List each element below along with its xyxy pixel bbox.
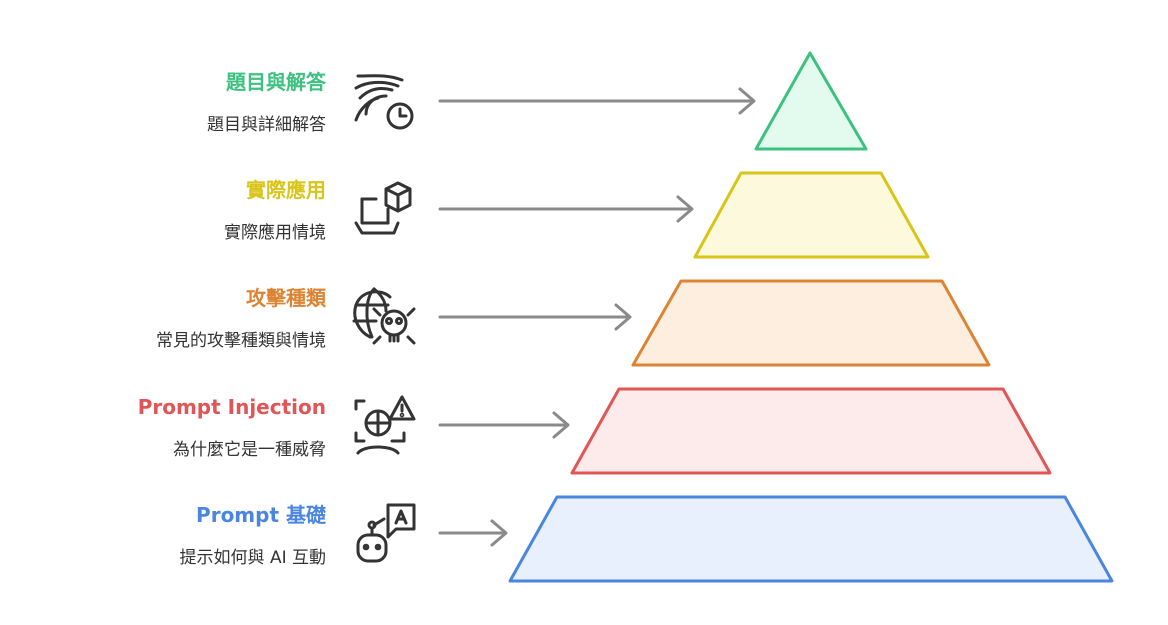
level-3-description: 常見的攻擊種類與情境 — [156, 331, 326, 351]
globe-warning-icon — [354, 395, 416, 455]
pyramid-level-4 — [570, 387, 1052, 475]
level-3-label: 攻擊種類 常見的攻擊種類與情境 — [156, 286, 326, 352]
level-2-title: 實際應用 — [246, 178, 326, 202]
pyramid-level-3 — [631, 279, 991, 367]
level-1-title: 題目與解答 — [226, 70, 326, 94]
level-4-label: Prompt Injection 為什麼它是一種威脅 — [138, 395, 326, 461]
level-2-description: 實際應用情境 — [224, 223, 326, 243]
globe-skull-icon — [352, 287, 416, 345]
wind-clock-icon — [354, 74, 414, 130]
arrow-level-4 — [438, 411, 570, 439]
arrow-level-1 — [438, 87, 756, 115]
robot-chat-icon — [356, 503, 416, 563]
arrow-level-2 — [438, 195, 694, 223]
level-5-label: Prompt 基礎 提示如何與 AI 互動 — [180, 503, 326, 569]
pyramid-level-2 — [693, 171, 930, 259]
level-1-description: 題目與詳細解答 — [207, 115, 326, 135]
level-5-description: 提示如何與 AI 互動 — [179, 548, 326, 568]
level-4-description: 為什麼它是一種威脅 — [173, 440, 326, 460]
arrow-level-5 — [438, 519, 508, 547]
level-1-label: 題目與解答 題目與詳細解答 — [207, 70, 326, 136]
pyramid-level-1 — [754, 51, 868, 151]
level-3-title: 攻擊種類 — [246, 286, 326, 310]
arrow-level-3 — [438, 303, 632, 331]
laptop-cube-icon — [354, 181, 412, 235]
level-4-title: Prompt Injection — [137, 395, 326, 419]
level-5-title: Prompt 基礎 — [196, 503, 326, 527]
pyramid-level-5 — [508, 495, 1114, 583]
level-2-label: 實際應用 實際應用情境 — [224, 178, 326, 244]
